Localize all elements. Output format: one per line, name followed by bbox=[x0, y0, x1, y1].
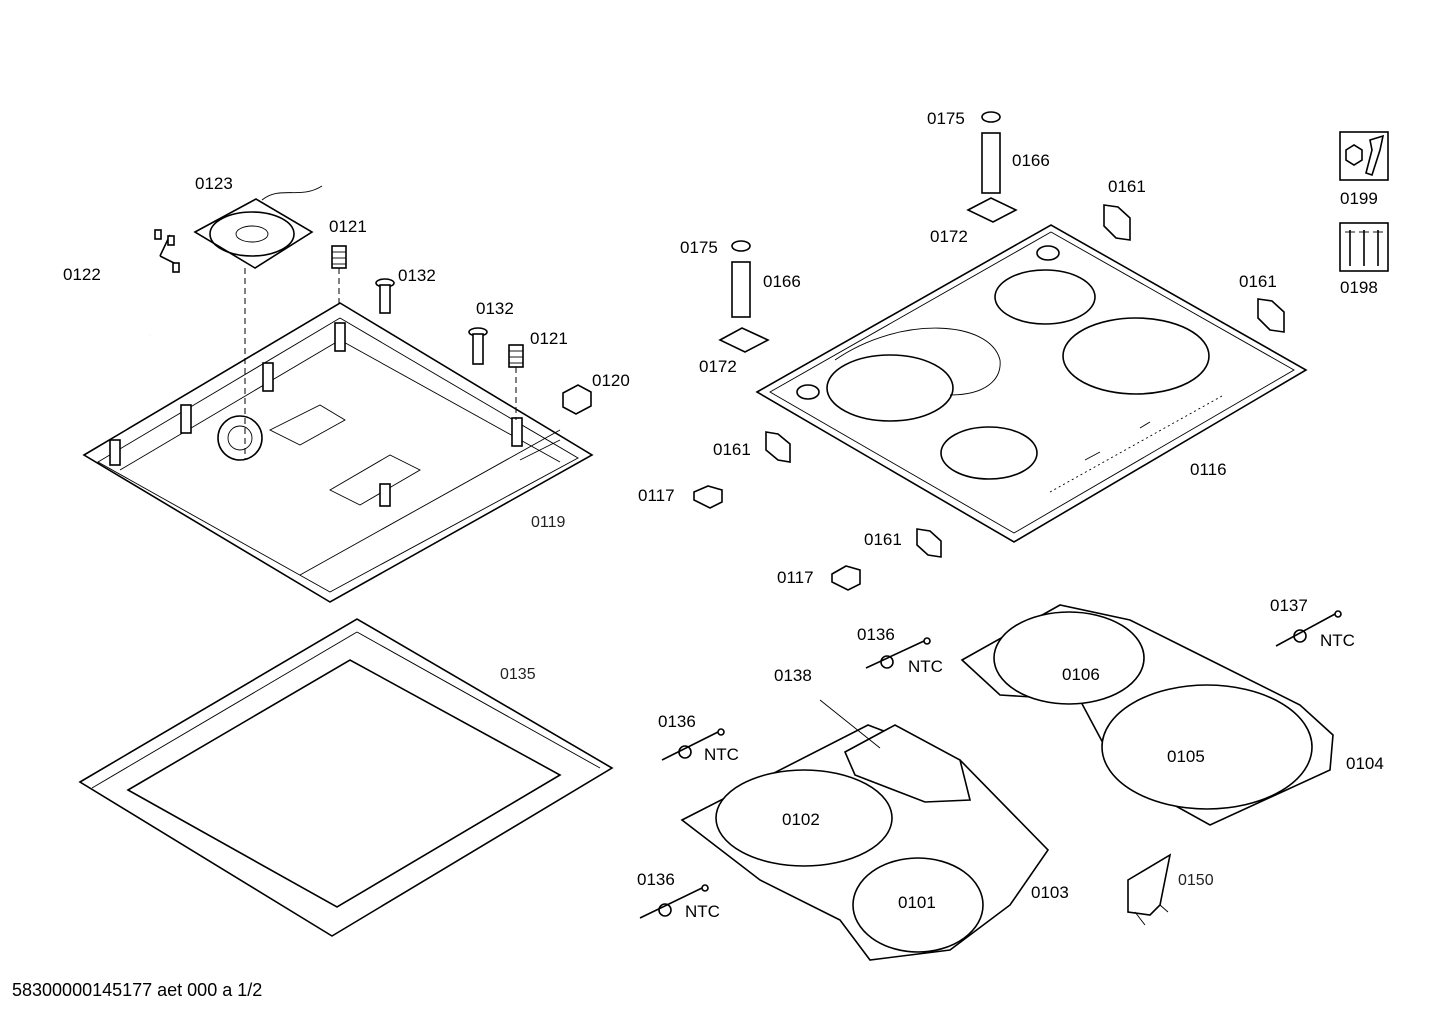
glass-hob-top bbox=[755, 224, 1308, 543]
label-0105: 0105 bbox=[1167, 747, 1205, 766]
label-0161-c: 0161 bbox=[713, 440, 751, 459]
label-0138: 0138 bbox=[774, 666, 812, 685]
label-0136-a: 0136 bbox=[857, 625, 895, 644]
label-0136-c: 0136 bbox=[637, 870, 675, 889]
label-0103: 0103 bbox=[1031, 883, 1069, 902]
label-ntc-0136-b: NTC bbox=[704, 745, 739, 764]
label-ntc-0136-c: NTC bbox=[685, 902, 720, 921]
label-0116: 0116 bbox=[1190, 460, 1227, 479]
label-0122: 0122 bbox=[63, 265, 101, 284]
label-0166-b: 0166 bbox=[763, 272, 801, 291]
label-0120: 0120 bbox=[592, 371, 630, 390]
drawing-code: 58300000145177 aet 000 a 1/2 bbox=[12, 980, 263, 1000]
label-0119: 0119 bbox=[531, 514, 566, 531]
bracket-0150 bbox=[1127, 853, 1172, 926]
label-0175-b: 0175 bbox=[680, 238, 718, 257]
label-0132-a: 0132 bbox=[398, 266, 436, 285]
spring-0121-b bbox=[508, 344, 524, 420]
clip-0120 bbox=[562, 384, 592, 415]
label-0161-a: 0161 bbox=[1108, 177, 1146, 196]
carrier-plate-0104 bbox=[960, 604, 1334, 826]
bracket-0161-b bbox=[1257, 298, 1285, 333]
spring-0121-a bbox=[331, 245, 347, 305]
label-0123: 0123 bbox=[195, 174, 233, 193]
limiter-assembly-left bbox=[718, 240, 770, 353]
label-0198: 0198 bbox=[1340, 278, 1378, 297]
label-0172-b: 0172 bbox=[699, 357, 737, 376]
bracket-0161-c bbox=[765, 431, 791, 463]
ntc-sensor-0136-a bbox=[865, 637, 931, 669]
label-0161-d: 0161 bbox=[864, 530, 902, 549]
label-ntc-0136-a: NTC bbox=[908, 657, 943, 676]
ntc-sensor-0137 bbox=[1275, 610, 1342, 647]
bottom-housing-tray bbox=[82, 302, 594, 603]
label-0175-a: 0175 bbox=[927, 109, 965, 128]
label-ntc-0137: NTC bbox=[1320, 631, 1355, 650]
wrench-nut-icon bbox=[1339, 131, 1389, 181]
ntc-sensor-0136-b bbox=[661, 728, 725, 761]
label-0104: 0104 bbox=[1346, 754, 1384, 773]
bracket-0161-d bbox=[916, 528, 942, 558]
clip-0117-a bbox=[693, 485, 723, 509]
label-0166-a: 0166 bbox=[1012, 151, 1050, 170]
label-0172-a: 0172 bbox=[930, 227, 968, 246]
label-0117-a: 0117 bbox=[638, 486, 675, 505]
support-pin-0132-b bbox=[468, 327, 488, 365]
mounting-frame bbox=[78, 618, 614, 937]
carrier-plate-0103 bbox=[680, 699, 1050, 961]
label-0137: 0137 bbox=[1270, 596, 1308, 615]
label-0161-b: 0161 bbox=[1239, 272, 1277, 291]
bracket-0161-a bbox=[1103, 204, 1131, 241]
cooling-fan bbox=[193, 185, 323, 460]
label-0121-a: 0121 bbox=[329, 217, 367, 236]
support-pin-0132-a bbox=[375, 278, 395, 314]
ntc-sensor-0136-c bbox=[639, 884, 709, 919]
clip-0117-b bbox=[831, 565, 861, 591]
label-0135: 0135 bbox=[500, 666, 536, 683]
label-0101: 0101 bbox=[898, 893, 936, 912]
screws-icon bbox=[1339, 222, 1389, 272]
limiter-assembly-top bbox=[966, 111, 1018, 223]
label-0136-b: 0136 bbox=[658, 712, 696, 731]
label-0117-b: 0117 bbox=[777, 568, 814, 587]
mains-cable bbox=[74, 229, 187, 374]
label-0150: 0150 bbox=[1178, 872, 1214, 889]
part-labels: 0123 0122 0121 0132 0132 0121 0120 0119 … bbox=[63, 109, 1384, 921]
label-0106: 0106 bbox=[1062, 665, 1100, 684]
label-0121-b: 0121 bbox=[530, 329, 568, 348]
label-0102: 0102 bbox=[782, 810, 820, 829]
label-0199: 0199 bbox=[1340, 189, 1378, 208]
label-0132-b: 0132 bbox=[476, 299, 514, 318]
